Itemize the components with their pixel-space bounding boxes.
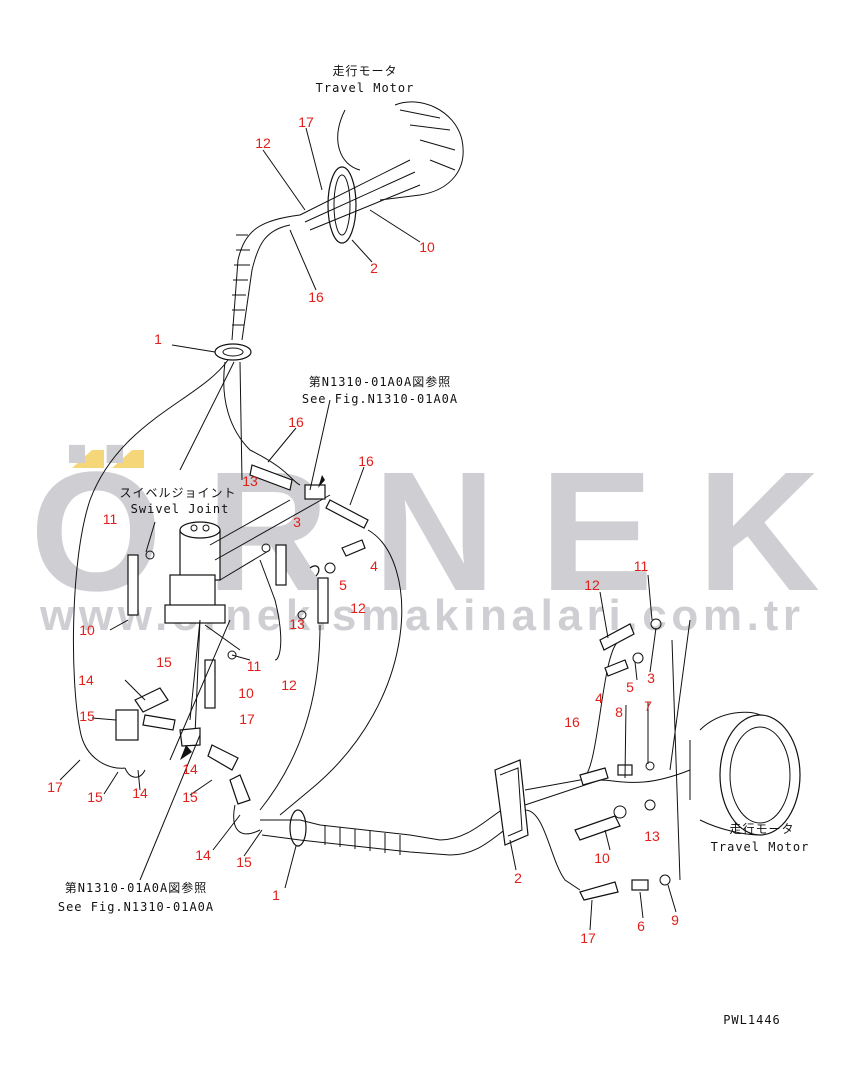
callout: 12 xyxy=(281,677,297,693)
tee-fittings-left xyxy=(115,687,261,835)
ref-top-jp: 第N1310-01A0A図参照 xyxy=(309,374,451,389)
callout: 7 xyxy=(644,698,652,714)
callout: 14 xyxy=(132,785,148,801)
leader-lines xyxy=(59,127,677,931)
callout: 12 xyxy=(255,135,271,151)
travel-motor-right xyxy=(689,711,801,836)
drawing-code: PWL1446 xyxy=(723,1013,781,1027)
swivel-joint-jp: スイベルジョイント xyxy=(119,486,236,500)
callout: 12 xyxy=(350,600,366,616)
callout: 3 xyxy=(647,670,655,686)
swivel-joint-en: Swivel Joint xyxy=(131,502,230,516)
callout: 10 xyxy=(594,850,610,866)
callout: 11 xyxy=(103,511,118,527)
callout: 2 xyxy=(514,870,522,886)
ref-top-en: See Fig.N1310-01A0A xyxy=(302,392,458,406)
callout: 16 xyxy=(308,289,324,305)
callout: 1 xyxy=(154,331,162,347)
fittings-center xyxy=(127,464,403,816)
callout: 11 xyxy=(634,558,649,574)
callout: 12 xyxy=(584,577,600,593)
callout: 2 xyxy=(370,260,378,276)
callout: 14 xyxy=(78,672,94,688)
swivel-joint xyxy=(164,494,331,736)
callout: 6 xyxy=(637,918,645,934)
callout: 11 xyxy=(247,658,262,674)
watermark: ÖRNEK www.ornekismakinalari.com.tr xyxy=(30,437,820,640)
callout: 14 xyxy=(195,847,211,863)
hose-bundle-upper xyxy=(72,214,301,769)
callout: 15 xyxy=(182,789,198,805)
ref-bottom-jp: 第N1310-01A0A図参照 xyxy=(65,880,207,895)
travel-motor-top xyxy=(299,101,464,244)
callout: 4 xyxy=(595,690,603,706)
callout: 1 xyxy=(272,887,280,903)
watermark-accent xyxy=(72,450,104,468)
callout: 15 xyxy=(156,654,172,670)
travel-motor-top-jp: 走行モータ xyxy=(332,64,397,78)
callout: 8 xyxy=(615,704,623,720)
callout: 16 xyxy=(564,714,580,730)
callout: 13 xyxy=(644,828,660,844)
text-labels: 走行モータ Travel Motor 走行モータ Travel Motor 第N… xyxy=(58,64,810,1027)
callouts: 17 12 10 2 16 1 16 16 13 3 11 4 5 12 13 … xyxy=(47,114,679,946)
callout: 15 xyxy=(236,854,252,870)
callout: 9 xyxy=(671,912,679,928)
callout: 5 xyxy=(626,679,634,695)
travel-motor-right-jp: 走行モータ xyxy=(729,822,794,836)
callout: 15 xyxy=(79,708,95,724)
callout: 17 xyxy=(239,711,255,727)
callout: 3 xyxy=(293,514,301,530)
callout: 16 xyxy=(358,453,374,469)
callout: 5 xyxy=(339,577,347,593)
callout: 10 xyxy=(419,239,435,255)
callout: 16 xyxy=(288,414,304,430)
callout: 17 xyxy=(580,930,596,946)
callout: 17 xyxy=(298,114,314,130)
callout: 10 xyxy=(238,685,254,701)
callout: 17 xyxy=(47,779,63,795)
watermark-accent xyxy=(112,450,144,468)
fittings-right xyxy=(574,618,691,901)
travel-motor-top-en: Travel Motor xyxy=(316,81,415,95)
callout: 13 xyxy=(242,473,258,489)
callout: 15 xyxy=(87,789,103,805)
callout: 13 xyxy=(289,616,305,632)
callout: 10 xyxy=(79,622,95,638)
callout: 4 xyxy=(370,558,378,574)
ref-bottom-en: See Fig.N1310-01A0A xyxy=(58,900,214,914)
callout: 14 xyxy=(182,761,198,777)
travel-motor-right-en: Travel Motor xyxy=(711,840,810,854)
